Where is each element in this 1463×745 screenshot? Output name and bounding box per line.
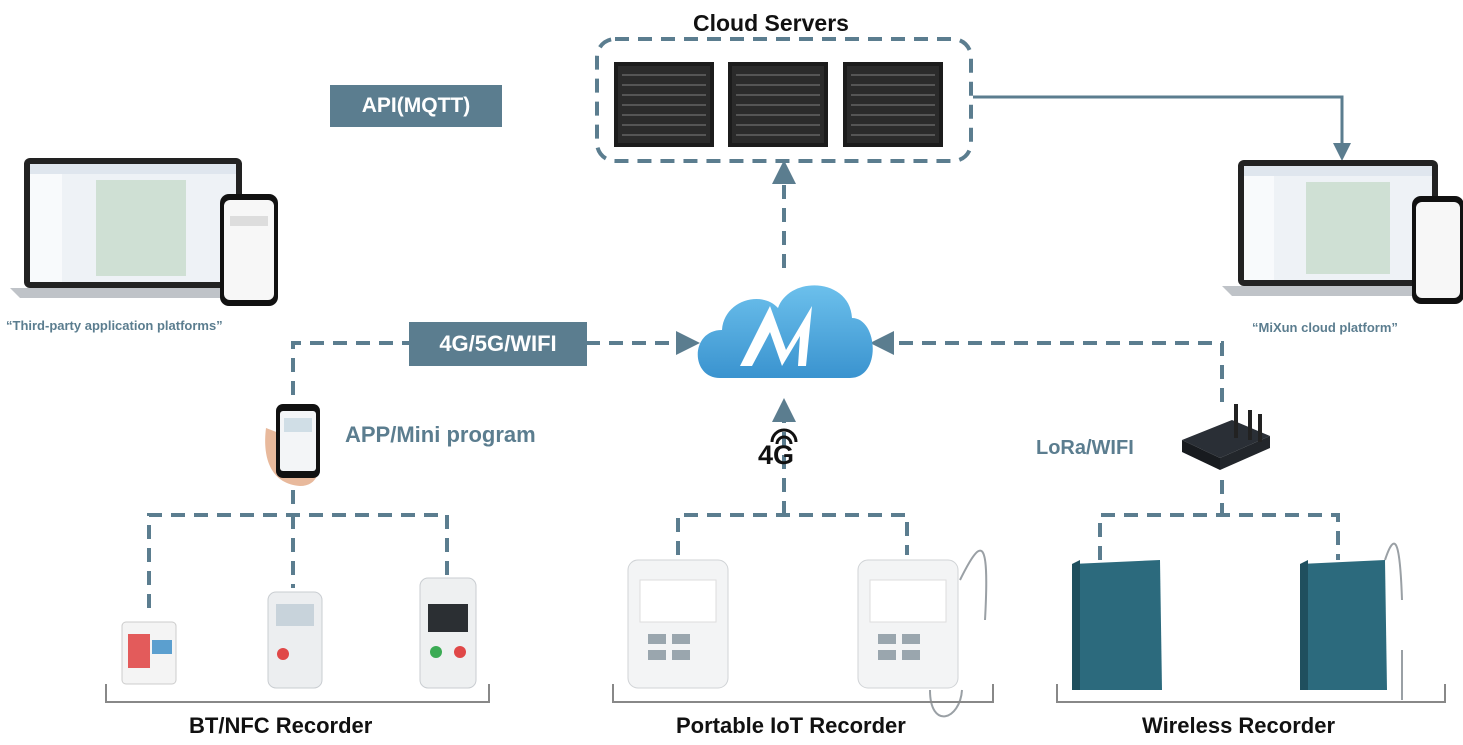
bt-branch-connector (147, 513, 449, 608)
wireless-recorder-device-2 (1300, 542, 1403, 700)
gateway-router-icon (1182, 404, 1270, 470)
cloud-servers-title: Cloud Servers (693, 10, 849, 36)
wireless-branch-connector (1098, 513, 1340, 560)
bt-recorder-device-3 (419, 577, 477, 689)
mixun-platform-illustration (1222, 160, 1463, 304)
wireless-recorder-label: Wireless Recorder (1142, 713, 1336, 738)
third-party-platform-label: “Third-party application platforms” (6, 318, 223, 333)
portable-recorder-device-1 (627, 559, 729, 689)
mixun-cloud-icon (697, 285, 873, 378)
network-badge: 4G/5G/WIFI (409, 322, 587, 366)
bt-group-bracket (105, 684, 490, 703)
api-mqtt-badge: API(MQTT) (330, 85, 502, 127)
third-party-to-cloud-connector (291, 331, 700, 395)
server-icon-1 (614, 62, 714, 147)
portable-iot-recorder-label: Portable IoT Recorder (676, 713, 906, 738)
app-mini-program-label: APP/Mini program (345, 422, 536, 447)
wireless-recorder-device-1 (1072, 560, 1162, 690)
hand-phone-icon (265, 404, 320, 486)
wireless-group-bracket (1056, 684, 1446, 703)
bt-recorder-device-2 (267, 591, 323, 689)
cellular-4g-label: 4G (758, 440, 795, 470)
cellular-4g-icon (770, 428, 798, 445)
portable-recorder-device-2 (857, 549, 988, 718)
lora-wifi-label: LoRa/WIFI (1036, 437, 1134, 459)
third-party-platform-illustration (10, 158, 278, 306)
portable-group-bracket (612, 684, 994, 703)
bt-nfc-recorder-label: BT/NFC Recorder (189, 713, 373, 738)
bt-recorder-device-1 (121, 621, 177, 685)
wireless-to-cloud-connector (870, 331, 1224, 402)
mixun-platform-label: “MiXun cloud platform” (1252, 320, 1398, 335)
server-icon-2 (728, 62, 828, 147)
server-icon-3 (843, 62, 943, 147)
portable-branch-connector (676, 513, 909, 555)
servers-to-mixun-connector (973, 95, 1351, 161)
